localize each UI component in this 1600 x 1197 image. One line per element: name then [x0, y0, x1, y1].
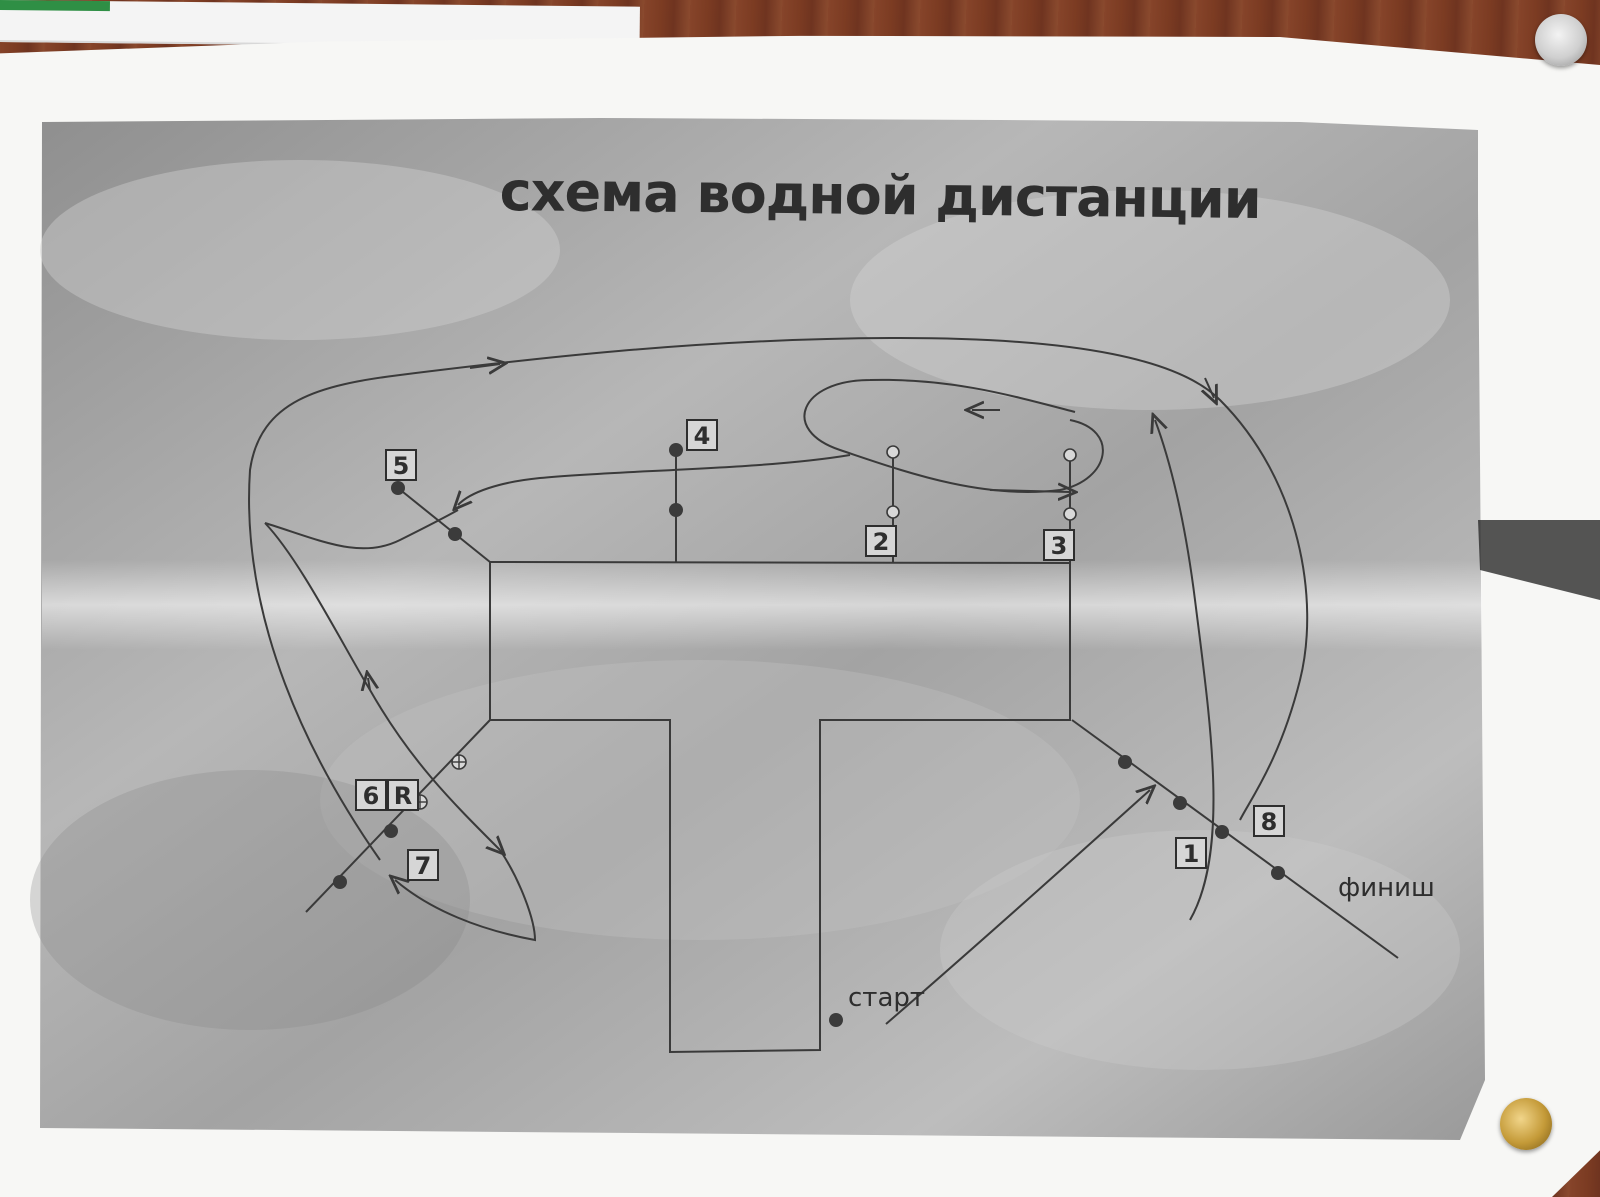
gate-label-8: 8: [1253, 805, 1285, 837]
gate-5-line: [397, 487, 491, 563]
buoy-gate-3-top: [1063, 448, 1077, 462]
start-label: старт: [848, 983, 925, 1013]
route-arrow-top-right: [1205, 377, 1214, 398]
buoy-gate-2-top: [886, 445, 900, 459]
gate-label-4: 4: [686, 419, 718, 451]
gate-label-6-text: 6: [363, 782, 380, 810]
cloud-shape: [40, 160, 560, 340]
light-band: [42, 560, 1482, 650]
gate-label-1: 1: [1175, 837, 1207, 869]
route-arrow-top-left: [469, 364, 500, 368]
buoy-gate-1-inner: [1118, 755, 1132, 769]
gate-label-1-text: 1: [1183, 840, 1200, 868]
route-gates-2-3-loop: [803, 378, 1104, 493]
gate-label-5-text: 5: [393, 452, 410, 480]
route-loop-6-7: [395, 849, 537, 942]
gate-label-r: R: [387, 779, 419, 811]
gate-label-5: 5: [385, 449, 417, 481]
cloud-shape: [940, 830, 1460, 1070]
t-shaped-pier: [489, 560, 1071, 1054]
route-outer-arc: [248, 336, 1309, 861]
route-arrow-left-mid: [368, 678, 370, 690]
buoy-gate-8: [1215, 825, 1229, 839]
gate-label-2: 2: [865, 525, 897, 557]
buoy-gate-3-bottom: [1063, 507, 1077, 521]
gate-label-3: 3: [1043, 529, 1075, 561]
route-to-gate-5: [458, 454, 851, 505]
gate-label-8-text: 8: [1261, 808, 1278, 836]
buoy-start: [829, 1013, 843, 1027]
push-pin-top: [1535, 14, 1587, 66]
finish-label: финиш: [1338, 873, 1435, 903]
cloud-shape: [850, 190, 1450, 410]
route-arrow-to-gate-3: [989, 490, 1070, 492]
buoy-gate-4-top: [669, 443, 683, 457]
route-start-to-gate-1: [885, 790, 1150, 1025]
diagram-title: схема водной дистанции: [499, 160, 1261, 231]
buoy-gate-5-outer: [391, 481, 405, 495]
push-pin-bottom: [1500, 1098, 1552, 1150]
buoy-gate-7-inner: [384, 824, 398, 838]
gate-label-r-text: R: [394, 782, 412, 810]
route-right-loop: [1155, 420, 1215, 921]
buoy-gate-2-bottom: [886, 505, 900, 519]
gate-label-3-text: 3: [1051, 532, 1068, 560]
buoy-gate-6-outer: [451, 754, 467, 770]
buoy-gate-7-outer: [333, 875, 347, 889]
gate-label-6: 6: [355, 779, 387, 811]
gate-label-4-text: 4: [694, 422, 711, 450]
route-left-wave: [264, 509, 459, 550]
buoy-finish: [1271, 866, 1285, 880]
cloud-shape: [320, 660, 1080, 940]
gate-label-2-text: 2: [873, 528, 890, 556]
buoy-gate-1-outer: [1173, 796, 1187, 810]
buoy-gate-4-bottom: [669, 503, 683, 517]
gate-label-7-text: 7: [415, 852, 432, 880]
cloud-shape: [30, 770, 470, 1030]
dark-object-edge: [1478, 520, 1600, 600]
buoy-gate-5-inner: [448, 527, 462, 541]
gate-label-7: 7: [407, 849, 439, 881]
